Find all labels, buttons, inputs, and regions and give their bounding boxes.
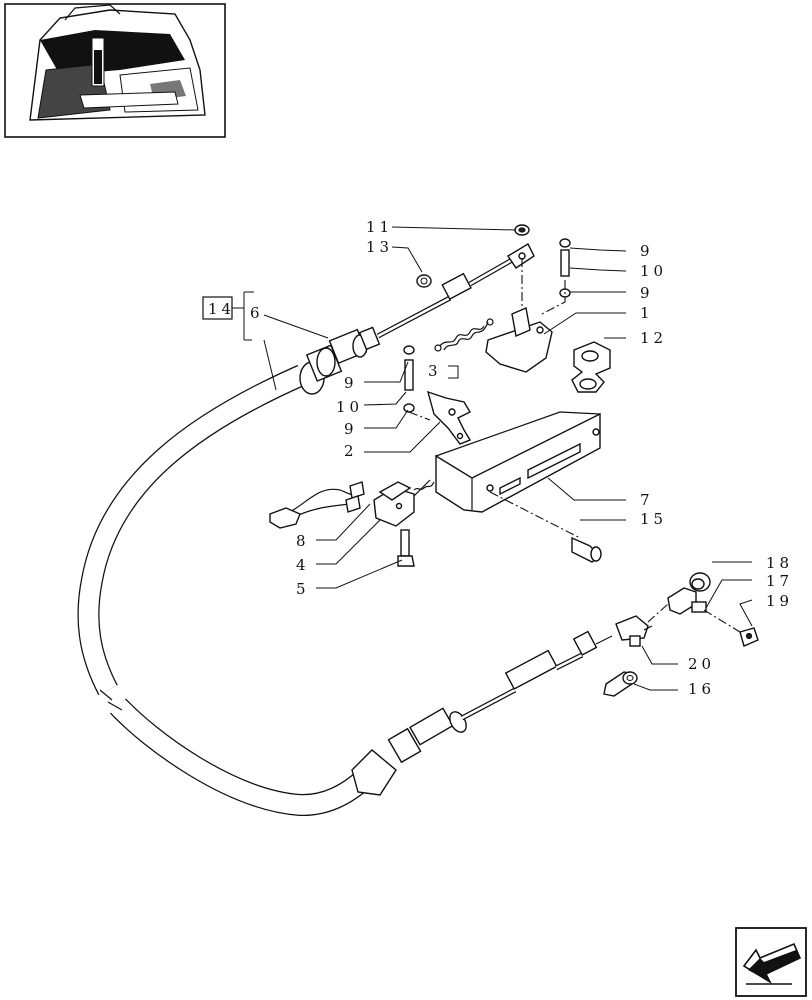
ball-joint-part-17: [667, 587, 707, 615]
bracket-part-12: [571, 341, 611, 393]
leader-lines: [263, 226, 753, 691]
cable-upper-fitting: [299, 243, 535, 395]
control-cable-assembly: [77, 243, 613, 816]
next-page-button[interactable]: [735, 927, 807, 997]
callout-2: 2: [344, 442, 358, 460]
lever-bracket-part-2: [426, 390, 472, 445]
cable-lower-fitting: [351, 630, 613, 796]
retaining-clip-part-13: [416, 274, 432, 288]
switch-part-4: [373, 479, 435, 527]
callout-18: 18: [766, 554, 793, 572]
callout-14: 14: [208, 300, 235, 318]
mounting-plate-part-7: [435, 411, 601, 539]
callout-labels: 11 13 9 10 9 1 12 14 6 3 9 10 9 2 7 15 8…: [208, 218, 793, 698]
callout-10: 10: [336, 398, 363, 416]
callout-9: 9: [344, 374, 358, 392]
callout-4: 4: [296, 556, 310, 574]
bolt-part-5: [397, 529, 415, 567]
location-thumbnail: [4, 3, 226, 138]
callout-6: 6: [250, 304, 264, 322]
eye-connector-part-16: [603, 671, 638, 697]
pin-stack-right: [539, 238, 571, 316]
screw-part-15: [571, 536, 602, 563]
callout-8: 8: [296, 532, 310, 550]
cab-interior-sketch: [29, 4, 206, 121]
callout-7: 7: [640, 491, 654, 509]
callout-1: 1: [640, 304, 654, 322]
callout-19: 19: [766, 592, 793, 610]
callout-14-group: [202, 291, 254, 341]
clip-part-19: [703, 609, 759, 647]
pin-stack-left: [403, 345, 431, 421]
wiring-harness-part-8: [269, 481, 365, 529]
callout-9: 9: [344, 420, 358, 438]
callout-13: 13: [366, 238, 393, 256]
cable-clevis-part-11: [514, 224, 530, 236]
callout-15: 15: [640, 510, 667, 528]
callout-5: 5: [296, 580, 310, 598]
callout-11: 11: [366, 218, 393, 236]
callout-16: 16: [688, 680, 715, 698]
lever-part-1: [485, 307, 553, 373]
next-page-arrow-icon: [742, 942, 802, 985]
rod-end-part-20: [615, 603, 669, 647]
spring-part-3: [434, 318, 494, 352]
callout-12: 12: [640, 329, 667, 347]
callout-3: 3: [428, 362, 442, 380]
cap-part-18: [689, 572, 711, 592]
callout-17: 17: [766, 572, 793, 590]
callout-20: 20: [688, 655, 715, 673]
callout-10: 10: [640, 262, 667, 280]
callout-9: 9: [640, 284, 654, 302]
callout-9: 9: [640, 242, 654, 260]
